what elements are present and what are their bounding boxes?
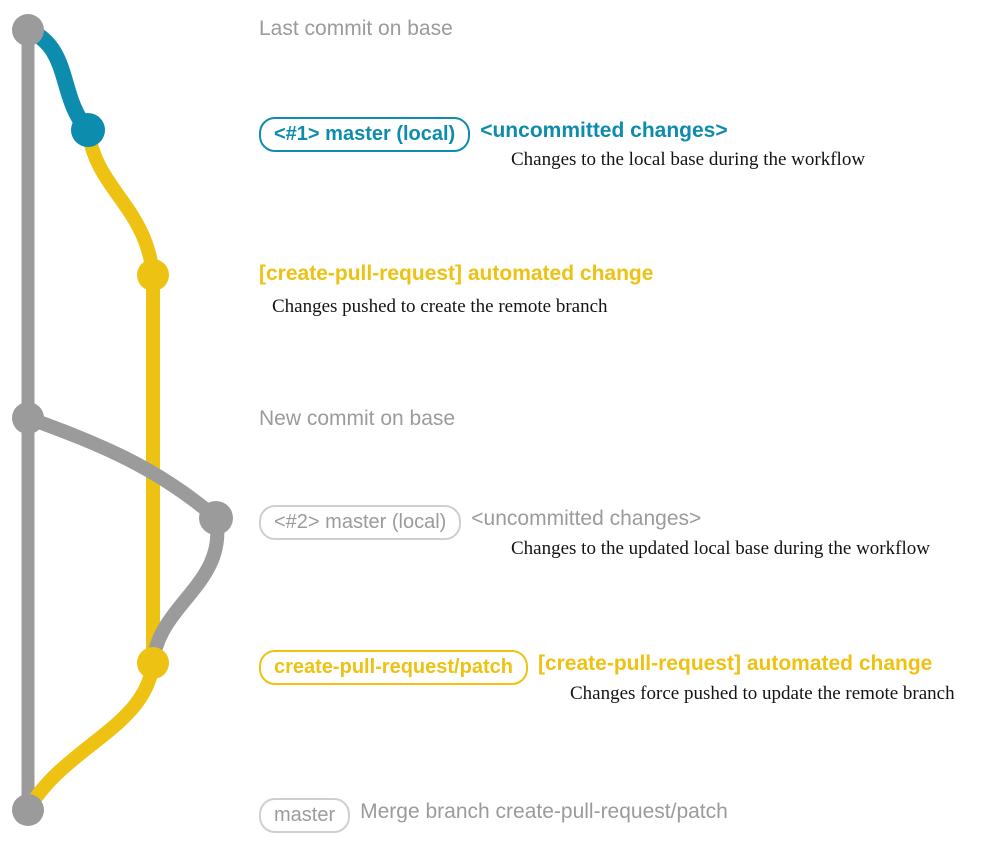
commit-node-base-new[interactable] bbox=[12, 402, 44, 434]
commit-node-merge[interactable] bbox=[12, 794, 44, 826]
commit-node-patch-1[interactable] bbox=[137, 259, 169, 291]
edge-local-1-to-patch-1 bbox=[81, 123, 160, 282]
commit-message-patch-2: [create-pull-request] automated change bbox=[537, 652, 933, 675]
edge-patch-2-to-merge bbox=[21, 656, 160, 817]
branch-pill-local-2[interactable]: <#2> master (local) bbox=[259, 505, 462, 540]
commit-row-local-2: <#2> master (local) <uncommitted changes… bbox=[259, 502, 702, 540]
commit-message-new-base: New commit on base bbox=[259, 407, 456, 430]
commit-row-patch-2: create-pull-request/patch [create-pull-r… bbox=[259, 647, 933, 685]
commit-message-patch-1: [create-pull-request] automated change bbox=[259, 262, 654, 285]
commit-row-local-1: <#1> master (local) <uncommitted changes… bbox=[259, 114, 728, 152]
branch-pill-master[interactable]: master bbox=[259, 798, 351, 833]
commit-description-local-1: Changes to the local base during the wor… bbox=[511, 149, 866, 170]
commit-description-patch-1: Changes pushed to create the remote bran… bbox=[272, 296, 608, 317]
commit-node-patch-2[interactable] bbox=[137, 647, 169, 679]
commit-description-patch-2: Changes force pushed to update the remot… bbox=[570, 683, 955, 704]
branch-pill-local-1[interactable]: <#1> master (local) bbox=[259, 117, 471, 152]
commit-row-new-base: New commit on base bbox=[259, 408, 455, 429]
commit-message-local-1: <uncommitted changes> bbox=[480, 119, 728, 142]
commit-node-base-last[interactable] bbox=[12, 14, 44, 46]
commit-row-patch-1: [create-pull-request] automated change bbox=[259, 263, 653, 284]
commit-row-merge: master Merge branch create-pull-request/… bbox=[259, 795, 728, 833]
commit-message-merge: Merge branch create-pull-request/patch bbox=[360, 800, 728, 823]
commit-message-local-2: <uncommitted changes> bbox=[471, 507, 702, 530]
commit-row-last-base: Last commit on base bbox=[259, 18, 453, 39]
edge-base-to-local-2 bbox=[21, 411, 223, 525]
commit-node-local-2[interactable] bbox=[199, 501, 233, 535]
branch-pill-patch-2[interactable]: create-pull-request/patch bbox=[259, 650, 528, 685]
graph-nodes bbox=[12, 14, 233, 826]
edge-local-2-to-patch-2 bbox=[146, 511, 225, 670]
commit-description-local-2: Changes to the updated local base during… bbox=[511, 538, 930, 559]
commit-node-local-1[interactable] bbox=[71, 113, 105, 147]
commit-message-last-base: Last commit on base bbox=[259, 17, 453, 40]
